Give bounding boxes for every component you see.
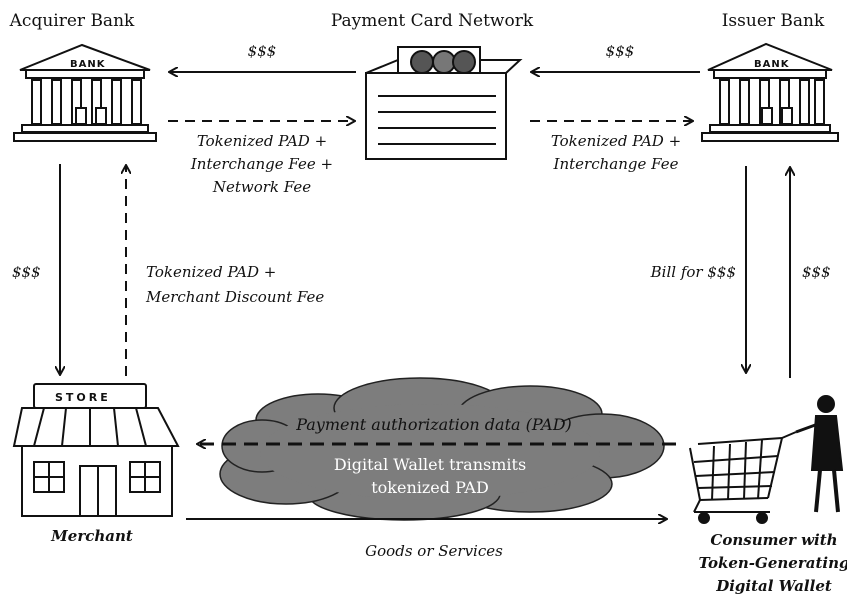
label-merchant-to-acquirer-2: Merchant Discount Fee <box>145 288 324 306</box>
label-acquirer-to-merchant: $$$ <box>12 263 41 281</box>
label-acquirer-to-network-2: Interchange Fee + <box>190 155 333 173</box>
label-acquirer-to-network-3: Network Fee <box>212 178 311 196</box>
label-acquirer-to-network-1: Tokenized PAD + <box>197 132 327 150</box>
issuer-bank-sign: BANK <box>754 59 790 70</box>
shopping-cart-icon <box>689 431 797 524</box>
label-merchant-to-acquirer-1: Tokenized PAD + <box>146 263 276 281</box>
acquirer-bank-title: Acquirer Bank <box>9 11 135 31</box>
store-sign: STORE <box>55 391 111 404</box>
issuer-bank-title: Issuer Bank <box>722 11 825 31</box>
store-icon: STORE <box>12 383 180 517</box>
label-network-to-issuer-1: Tokenized PAD + <box>551 132 681 150</box>
cloud-interior <box>260 404 600 500</box>
cloud-text-line-1: Digital Wallet transmits <box>334 455 526 474</box>
payment-card-network-icon <box>365 46 523 160</box>
label-issuer-to-network: $$$ <box>606 42 635 60</box>
payment-card-network-title: Payment Card Network <box>331 11 534 31</box>
merchant-title: Merchant <box>50 527 133 545</box>
acquirer-bank-sign: BANK <box>70 59 106 70</box>
consumer-shopping-icon <box>689 395 844 524</box>
person-icon <box>795 395 844 513</box>
label-consumer-to-issuer: $$$ <box>802 263 831 281</box>
label-network-to-issuer-2: Interchange Fee <box>553 155 679 173</box>
label-consumer-to-merchant: Payment authorization data (PAD) <box>295 415 572 434</box>
consumer-title-line-3: Digital Wallet <box>715 577 832 595</box>
consumer-title-line-1: Consumer with <box>710 531 837 549</box>
issuer-bank-icon: BANK <box>701 42 839 142</box>
consumer-title-line-2: Token-Generating <box>699 554 847 572</box>
label-merchant-to-consumer: Goods or Services <box>365 542 503 560</box>
cloud-text-line-2: tokenized PAD <box>371 478 489 497</box>
acquirer-bank-icon: BANK <box>13 43 157 142</box>
label-issuer-to-consumer: Bill for $$$ <box>650 263 736 281</box>
label-network-to-acquirer: $$$ <box>248 42 277 60</box>
